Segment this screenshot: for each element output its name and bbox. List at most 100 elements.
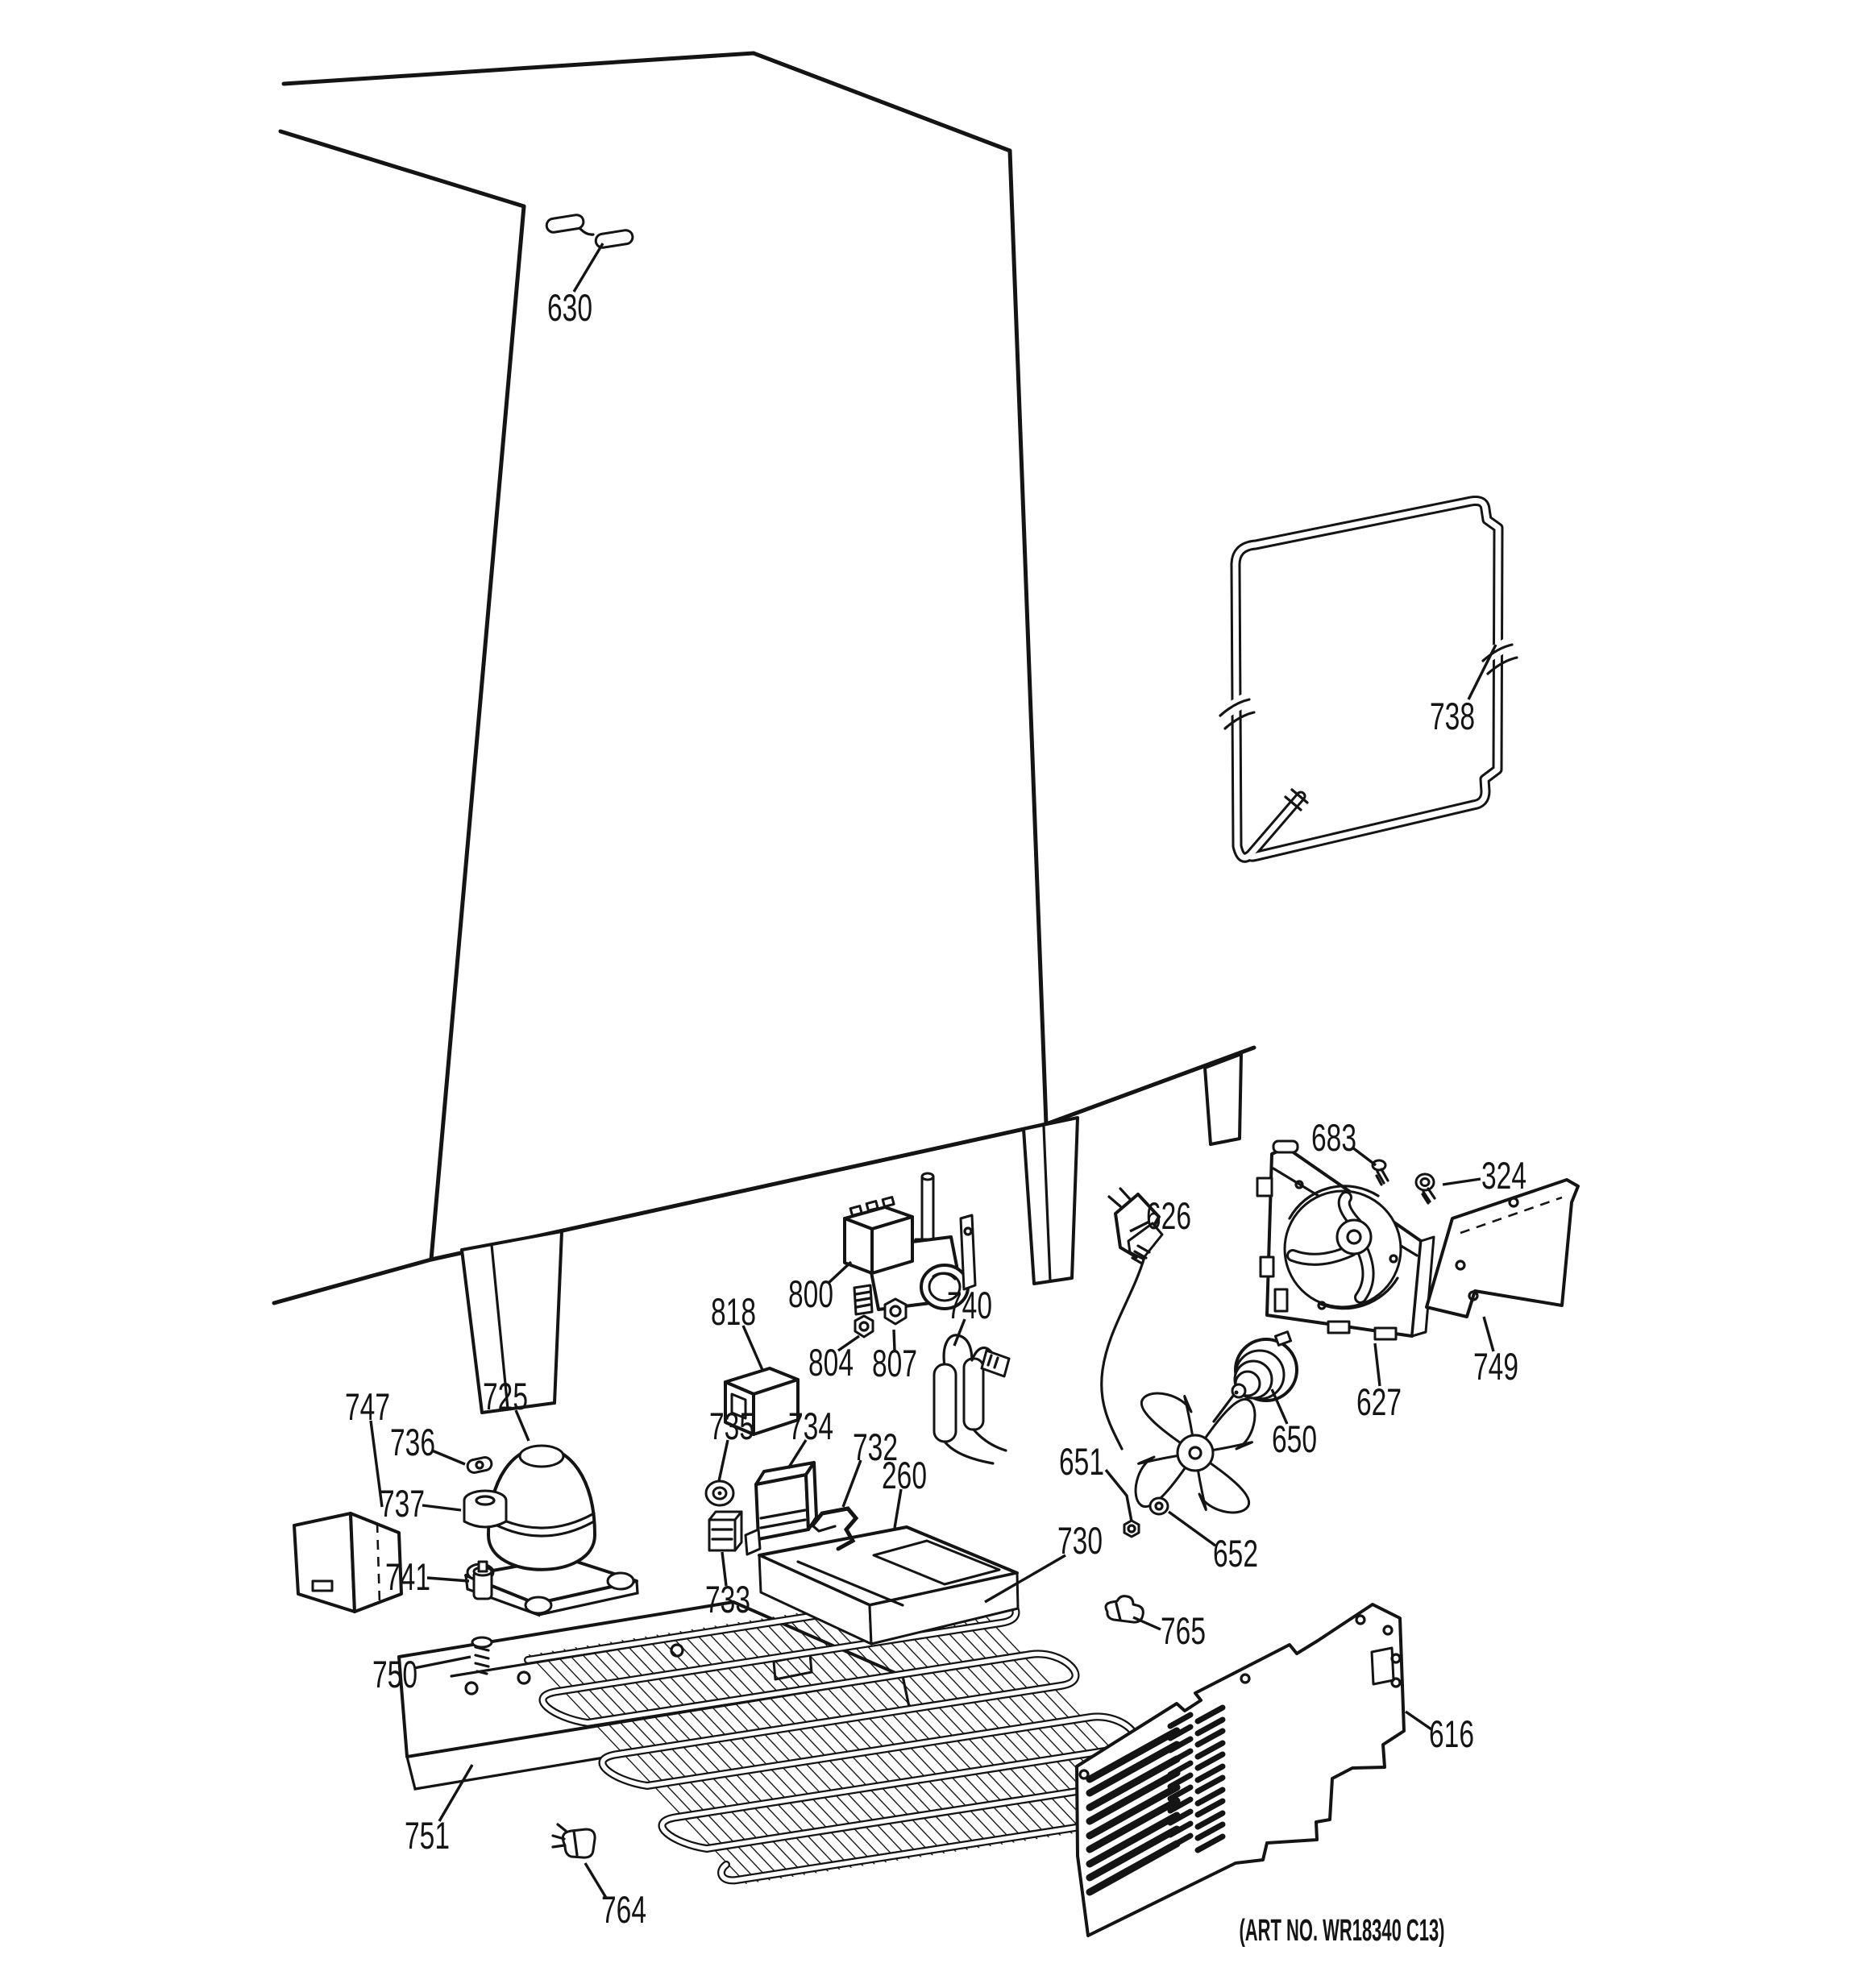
- callout-651: 651: [1059, 1440, 1133, 1522]
- part-800-water-valve: [843, 1172, 977, 1316]
- callout-650: 650: [1270, 1388, 1317, 1460]
- vent-slots-middle: [1167, 1712, 1194, 1850]
- callout-807: 807: [872, 1329, 917, 1384]
- art-number-note: (ART NO. WR18340 C13): [1240, 1914, 1445, 1948]
- callout-741: 741: [385, 1555, 470, 1598]
- cabinet-leg-front-right: [1022, 1116, 1079, 1285]
- part-732-wire-clip: [810, 1506, 859, 1551]
- callout-751: 751: [405, 1764, 474, 1857]
- callout-683: 683: [1311, 1116, 1377, 1167]
- part-616-rear-access-panel: [1075, 1603, 1406, 1937]
- part-764-clamp: [551, 1823, 596, 1859]
- fan-silhouette: [1286, 1191, 1375, 1304]
- callout-324: 324: [1442, 1154, 1526, 1197]
- label-734: 734: [788, 1405, 833, 1447]
- callout-630: 630: [547, 243, 604, 329]
- callout-800: 800: [788, 1260, 853, 1315]
- callout-734: 734: [787, 1405, 833, 1469]
- part-734-relay-cover: [744, 1461, 818, 1556]
- part-630-grille-clips: [545, 214, 634, 249]
- label-818: 818: [711, 1290, 756, 1333]
- callout-736: 736: [390, 1421, 466, 1466]
- label-736: 736: [390, 1421, 435, 1463]
- callout-764: 764: [584, 1862, 646, 1931]
- part-651-nut: [1123, 1519, 1140, 1538]
- part-737-grommet: [463, 1489, 508, 1529]
- label-683: 683: [1311, 1116, 1356, 1159]
- label-749: 749: [1473, 1345, 1518, 1388]
- part-736-clip: [466, 1456, 493, 1474]
- part-fan-blade: [1134, 1392, 1256, 1514]
- callout-804: 804: [808, 1334, 860, 1384]
- label-651: 651: [1059, 1440, 1104, 1483]
- callout-735: 735: [709, 1405, 754, 1482]
- callout-747: 747: [345, 1385, 390, 1508]
- label-737: 737: [380, 1482, 425, 1525]
- label-725: 725: [483, 1375, 528, 1417]
- part-749-access-cover: [1425, 1178, 1580, 1318]
- callouts: 630 738 683 324 626 627 749 650 651 652 …: [345, 243, 1526, 1931]
- part-738-condenser-loop: [1218, 496, 1518, 863]
- label-747: 747: [345, 1385, 390, 1428]
- label-616: 616: [1429, 1712, 1474, 1755]
- part-750-screw: [471, 1636, 493, 1675]
- label-630: 630: [547, 286, 592, 329]
- label-765: 765: [1161, 1609, 1206, 1652]
- part-740-harness: [932, 1334, 1011, 1465]
- label-627: 627: [1356, 1380, 1402, 1423]
- part-741-stud: [472, 1560, 493, 1600]
- label-324: 324: [1481, 1154, 1526, 1197]
- label-804: 804: [808, 1341, 854, 1384]
- part-324-grommet-screw: [1414, 1172, 1436, 1205]
- label-741: 741: [385, 1555, 430, 1598]
- callout-730: 730: [984, 1519, 1103, 1604]
- label-807: 807: [872, 1342, 917, 1384]
- callout-737: 737: [380, 1482, 462, 1525]
- label-260: 260: [882, 1454, 927, 1496]
- label-732: 732: [853, 1426, 898, 1468]
- part-650-fan-motor: [1212, 1330, 1298, 1423]
- callout-733: 733: [705, 1551, 750, 1621]
- label-626: 626: [1146, 1194, 1191, 1237]
- callout-725: 725: [483, 1375, 530, 1442]
- part-804-nut: [854, 1314, 874, 1338]
- label-738: 738: [1430, 695, 1475, 737]
- label-733: 733: [705, 1578, 750, 1621]
- label-735: 735: [709, 1405, 754, 1447]
- part-807-nut: [883, 1297, 908, 1326]
- label-750: 750: [372, 1653, 417, 1695]
- part-735-grommet: [704, 1480, 735, 1507]
- callout-626: 626: [1129, 1194, 1191, 1237]
- part-683-screw: [1371, 1159, 1389, 1186]
- cabinet-outline: [272, 51, 1256, 1414]
- callout-749: 749: [1473, 1316, 1518, 1388]
- label-650: 650: [1272, 1417, 1317, 1460]
- vent-slots-left: [1086, 1727, 1181, 1896]
- label-730: 730: [1057, 1519, 1103, 1562]
- callout-738: 738: [1430, 644, 1497, 737]
- label-740: 740: [947, 1284, 992, 1326]
- label-751: 751: [405, 1814, 450, 1857]
- part-627-fan-shroud: [1256, 1139, 1435, 1341]
- part-626-power-cord: [1100, 1187, 1164, 1451]
- part-733-relay: [708, 1510, 743, 1552]
- cabinet-leg-front-left: [460, 1230, 563, 1414]
- callout-260: 260: [882, 1454, 927, 1529]
- callout-627: 627: [1356, 1343, 1402, 1423]
- label-764: 764: [601, 1888, 646, 1931]
- callout-616: 616: [1405, 1710, 1474, 1755]
- callout-732: 732: [841, 1426, 898, 1508]
- callout-750: 750: [372, 1653, 471, 1695]
- callout-652: 652: [1168, 1510, 1258, 1575]
- part-652-washer: [1148, 1496, 1169, 1516]
- callout-765: 765: [1132, 1609, 1206, 1652]
- label-800: 800: [788, 1272, 833, 1315]
- label-652: 652: [1213, 1532, 1258, 1575]
- part-260-drain-pan: [758, 1525, 1020, 1646]
- part-747-corner-bracket: [293, 1512, 403, 1613]
- part-765-tube-clip: [1104, 1595, 1144, 1624]
- cabinet-leg-rear-right: [1203, 1052, 1243, 1146]
- callout-740: 740: [947, 1284, 992, 1347]
